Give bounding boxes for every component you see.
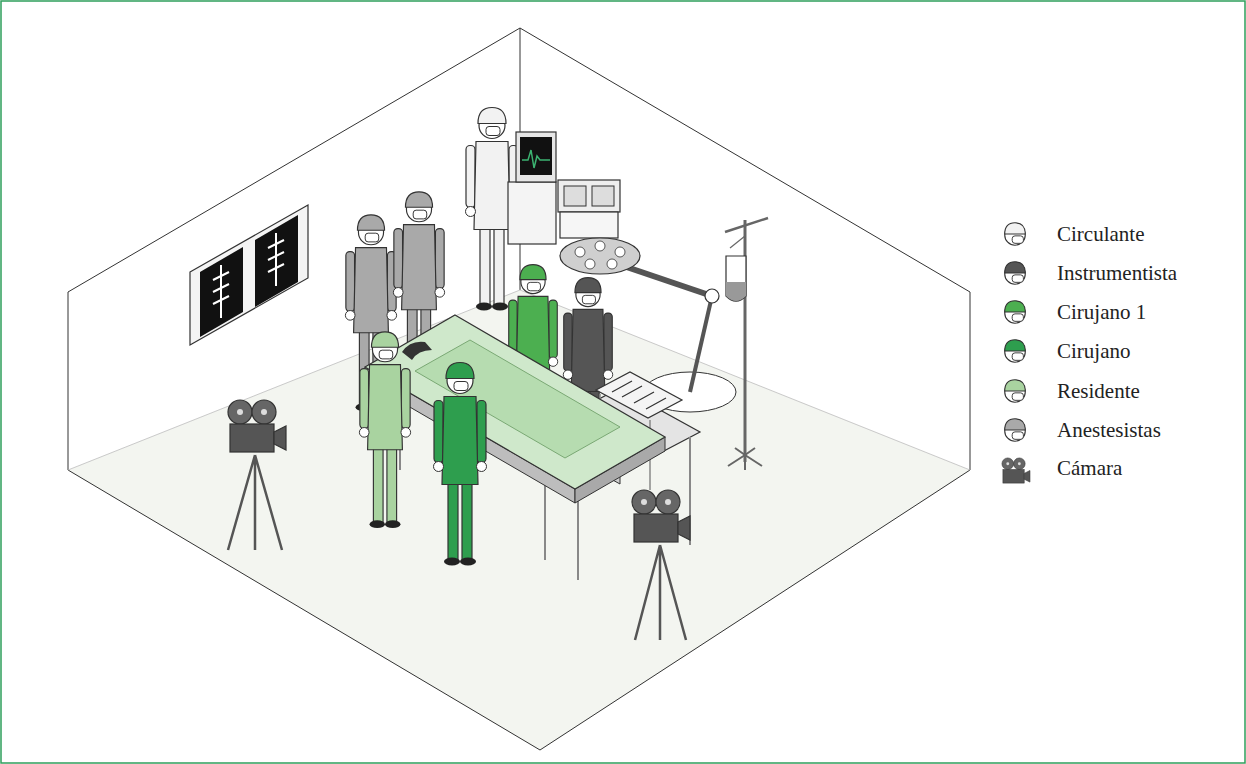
iv-base (728, 448, 762, 470)
tripod (228, 455, 282, 550)
legend-icon (1005, 223, 1026, 245)
camera (632, 490, 690, 542)
legend-label: Circulante (1057, 221, 1144, 247)
legend-label: Residente (1057, 378, 1140, 404)
machine-panel (564, 186, 586, 206)
machine (558, 180, 620, 212)
waveform (522, 150, 550, 168)
legend-label: Cirujano (1057, 338, 1131, 364)
lamp-post (690, 296, 712, 392)
legend-icon (1005, 301, 1026, 323)
lamp-head (560, 238, 640, 274)
iv-fluid (726, 282, 746, 301)
tripod (635, 545, 686, 640)
monitor-screen (520, 137, 552, 175)
machine (560, 212, 618, 238)
residente-figure (359, 332, 410, 528)
wall-edge (68, 28, 970, 470)
iv-hanger (730, 236, 745, 248)
headrest (402, 342, 432, 360)
legend-label: Anestesistas (1057, 417, 1161, 443)
camera (228, 400, 286, 452)
lamp-bulb (607, 259, 617, 269)
floor-edge (68, 470, 970, 750)
spine (213, 265, 229, 318)
lamp-arm (600, 258, 712, 296)
x-ray (255, 215, 298, 307)
monitor (516, 132, 556, 182)
legend-icon (1002, 458, 1030, 483)
legend-icon (1005, 340, 1026, 362)
machine (508, 182, 556, 244)
legend-icon (1005, 262, 1026, 284)
lamp-joint (705, 289, 719, 303)
legend-label: Cirujano 1 (1057, 299, 1146, 325)
lamp-bulb (615, 247, 625, 257)
machine-panel (592, 186, 614, 206)
legend-icon (1005, 419, 1026, 441)
lightbox (190, 205, 308, 345)
lamp-bulb (595, 241, 605, 251)
x-ray (200, 247, 243, 337)
legend-label: Cámara (1057, 455, 1122, 481)
lamp-bulb (585, 259, 595, 269)
instruments (612, 381, 666, 409)
iv-hook (725, 218, 768, 232)
legend-label: Instrumentista (1057, 260, 1177, 286)
cirujano-figure (434, 363, 487, 566)
iv-bag (726, 256, 746, 301)
spine (268, 233, 284, 286)
legend-icon (1005, 380, 1026, 402)
lamp-bulb (575, 247, 585, 257)
